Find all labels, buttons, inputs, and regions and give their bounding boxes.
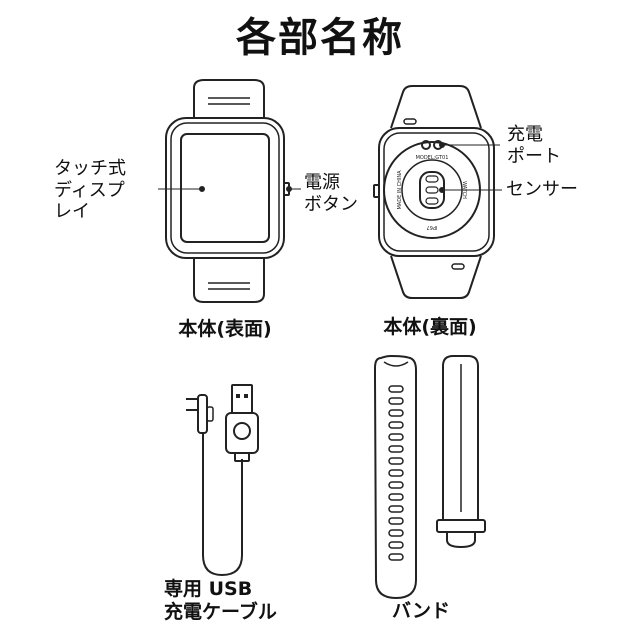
back-caption: 本体(裏面) — [383, 316, 477, 338]
front-case — [165, 117, 285, 259]
usb-cable — [186, 384, 259, 577]
band-hole — [388, 481, 404, 489]
band-hole — [388, 445, 404, 453]
band-hole — [388, 505, 404, 513]
back-strap-bottom — [390, 255, 482, 299]
back-callouts — [439, 142, 502, 193]
page-title: 各部名称 — [236, 15, 404, 61]
display-pointer-dot — [199, 186, 205, 192]
band-hole — [388, 493, 404, 501]
band-holes — [388, 385, 404, 561]
front-bezel — [170, 122, 280, 254]
front-strap-bottom — [193, 258, 265, 303]
band-hole — [388, 553, 404, 561]
front-watch — [165, 79, 290, 303]
band-caption: バンド — [392, 600, 450, 622]
cable-wire — [202, 433, 243, 577]
band-hole — [388, 541, 404, 549]
band-hole — [388, 409, 404, 417]
band-hole — [388, 421, 404, 429]
usb-plug-tip — [231, 384, 253, 414]
front-strap-top — [193, 79, 265, 118]
cable-caption: 専用 USB 充電ケーブル — [164, 578, 277, 623]
charge-port-pointer-dot — [439, 142, 445, 148]
front-screen — [180, 133, 270, 243]
back-watch — [373, 85, 495, 299]
band-buckle — [436, 519, 486, 533]
touch-display-label: タッチ式 ディスプ レイ — [54, 158, 126, 223]
engraving-bottom: IP67 — [427, 224, 438, 230]
band-hole — [388, 529, 404, 537]
engraving-top: MODEL:GT01 — [416, 155, 449, 161]
usb-plug-body — [225, 412, 259, 454]
power-button-label: 電源 ボタン — [304, 172, 358, 215]
front-callouts — [158, 186, 301, 192]
sensor-pointer-dot — [439, 187, 445, 193]
sensor-label: センサー — [506, 179, 578, 200]
engraving-left: MADE IN CHINA — [397, 170, 403, 210]
band-hole — [388, 385, 404, 393]
magnetic-connector — [197, 394, 208, 434]
charge-port-label: 充電 ポート — [507, 124, 561, 167]
band-hole — [388, 397, 404, 405]
band-hole — [388, 469, 404, 477]
band-right — [436, 355, 486, 549]
band-hole — [388, 457, 404, 465]
power-pointer-dot — [286, 186, 292, 192]
band-hole — [388, 433, 404, 441]
back-strap-top — [390, 85, 482, 129]
charge-pin-left — [421, 140, 431, 150]
front-caption: 本体(表面) — [178, 318, 272, 340]
band-hole — [388, 517, 404, 525]
band-left — [374, 354, 417, 600]
